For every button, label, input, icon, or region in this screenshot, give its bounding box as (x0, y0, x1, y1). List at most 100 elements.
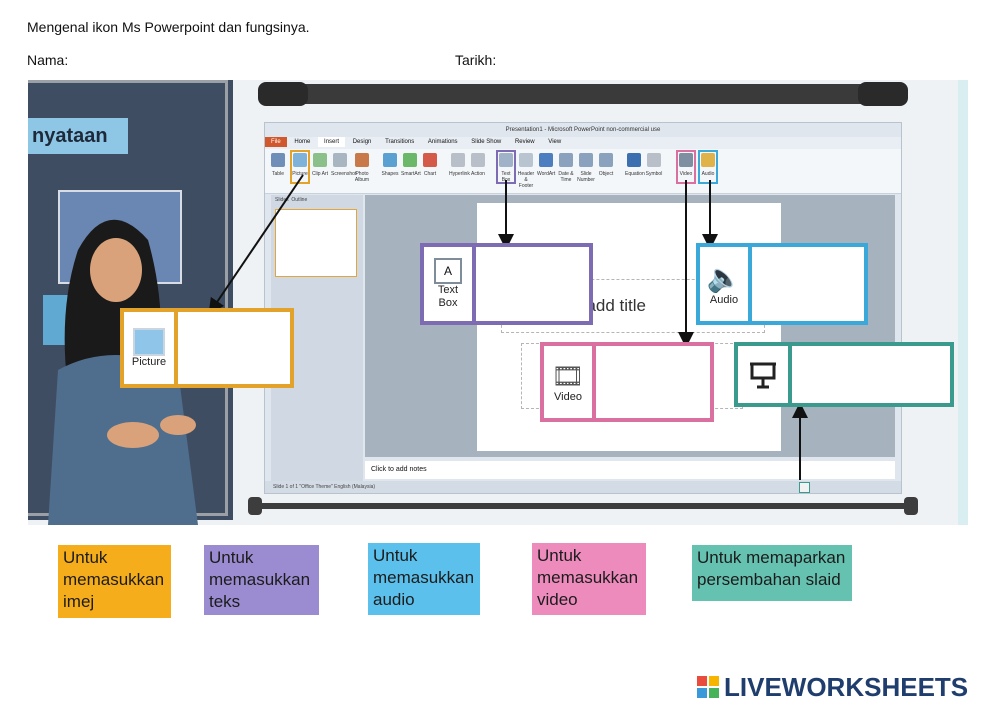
pane-tab-outline[interactable]: Outline (291, 197, 308, 203)
ribbon-label: Equation (625, 171, 645, 177)
worksheet-title: Mengenal ikon Ms Powerpoint dan fungsiny… (27, 19, 310, 35)
slide-number-icon[interactable] (579, 153, 593, 167)
legend-option-video[interactable]: Untuk memasukkan video (532, 543, 646, 615)
board-banner: nyataan (28, 118, 128, 154)
legend-option-image[interactable]: Untuk memasukkan imej (58, 545, 171, 618)
bar-end-left (248, 497, 262, 515)
tab-review[interactable]: Review (514, 139, 535, 145)
header-footer-icon[interactable] (519, 153, 533, 167)
chart-icon[interactable] (423, 153, 437, 167)
ppt-titlebar: Presentation1 - Microsoft PowerPoint non… (505, 127, 661, 133)
textbox-answer-field[interactable] (476, 247, 589, 321)
liveworksheets-logo: LIVEWORKSHEETS (724, 672, 969, 702)
textbox-callout-icon-box: A Text Box (424, 247, 476, 321)
notes-pane[interactable]: Click to add notes (365, 461, 895, 479)
textbox-callout: A Text Box (420, 243, 593, 325)
slide-thumbnail[interactable] (275, 209, 357, 277)
ribbon-label: Picture (292, 171, 308, 177)
slideshow-callout-icon-box (738, 346, 792, 403)
ribbon-label: Date & Time (558, 171, 574, 183)
right-wall-strip (958, 80, 968, 525)
legend-option-slideshow[interactable]: Untuk memaparkan persembahan slaid (692, 545, 852, 601)
slideshow-answer-field[interactable] (792, 346, 950, 403)
tab-slide-show[interactable]: Slide Show (471, 139, 502, 145)
date-time-icon[interactable] (559, 153, 573, 167)
smartart-icon[interactable] (403, 153, 417, 167)
bar-end-right (904, 497, 918, 515)
ppt-ribbon: Table Picture Clip Art Screenshot Photo … (265, 149, 901, 194)
roller-cap-left (258, 82, 308, 106)
picture-caption: Picture (131, 355, 167, 368)
ribbon-label: Object (598, 171, 614, 177)
illustration-scene: nyataan Presentation1 - Microsoft PowerP… (28, 80, 968, 525)
connector-arrows (208, 174, 808, 480)
ribbon-label: Audio (701, 171, 715, 177)
status-bar: Slide 1 of 1 "Office Theme" English (Mal… (265, 481, 901, 493)
liveworksheets-logo-icon (697, 676, 719, 698)
ribbon-label: Action (471, 171, 485, 177)
text-box-icon[interactable] (499, 153, 513, 167)
speaker-icon: 🔈 (706, 261, 742, 293)
equation-icon[interactable] (627, 153, 641, 167)
audio-answer-field[interactable] (752, 247, 864, 321)
picture-highlight (290, 150, 310, 184)
ribbon-label: Clip Art (311, 171, 329, 177)
audio-icon[interactable] (701, 153, 715, 167)
object-icon[interactable] (599, 153, 613, 167)
photo-album-icon[interactable] (355, 153, 369, 167)
clip-art-icon[interactable] (313, 153, 327, 167)
ribbon-label: Symbol (645, 171, 663, 177)
hyperlink-icon[interactable] (451, 153, 465, 167)
symbol-icon[interactable] (647, 153, 661, 167)
audio-callout: 🔈 Audio (696, 243, 868, 325)
audio-highlight (698, 150, 718, 184)
ribbon-label: Table (272, 171, 284, 177)
ribbon-label: Video (679, 171, 693, 177)
picture-arrow (208, 174, 304, 315)
picture-callout-icon-box: Picture (124, 312, 178, 384)
tab-transitions[interactable]: Transitions (385, 139, 415, 145)
projector-screen-roller (258, 82, 908, 106)
ppt-ribbon-tabs: File Home Insert Design Transitions Anim… (265, 137, 901, 149)
ribbon-label: WordArt (537, 171, 556, 177)
date-label: Tarikh: (455, 52, 497, 68)
tab-file[interactable]: File (265, 137, 287, 147)
video-callout-icon-box: 🎞 Video (544, 346, 596, 418)
ribbon-label: SmartArt (401, 171, 421, 177)
slideshow-callout (734, 342, 954, 407)
ribbon-label: Chart (423, 171, 437, 177)
video-answer-field[interactable] (596, 346, 710, 418)
tab-design[interactable]: Design (352, 139, 372, 145)
picture-icon (133, 327, 165, 356)
picture-icon[interactable] (293, 153, 307, 167)
wordart-icon[interactable] (539, 153, 553, 167)
ribbon-label: Header & Footer (517, 171, 535, 189)
video-icon[interactable] (679, 153, 693, 167)
video-caption: Video (554, 390, 582, 403)
action-icon[interactable] (471, 153, 485, 167)
ribbon-label: Screenshot (331, 171, 357, 177)
ribbon-label: Shapes (381, 171, 399, 177)
audio-caption: Audio (709, 293, 739, 306)
projector-screen-icon (750, 362, 776, 388)
tab-insert[interactable]: Insert (318, 137, 346, 147)
slide-show-view-button[interactable] (799, 482, 810, 493)
table-icon[interactable] (271, 153, 285, 167)
picture-answer-field[interactable] (178, 312, 290, 384)
legend-option-text[interactable]: Untuk memasukkan teks (204, 545, 319, 615)
pane-tab-slides[interactable]: Slides (275, 197, 289, 203)
video-callout: 🎞 Video (540, 342, 714, 422)
ribbon-label: Hyperlink (449, 171, 470, 177)
roller-cap-right (858, 82, 908, 106)
projector-screen-bottom-bar (248, 497, 918, 515)
picture-callout: Picture (120, 308, 294, 388)
tab-animations[interactable]: Animations (427, 139, 458, 145)
tab-view[interactable]: View (548, 139, 562, 145)
legend-option-audio[interactable]: Untuk memasukkan audio (368, 543, 480, 615)
name-label: Nama: (27, 52, 69, 68)
text-box-icon: A (434, 258, 462, 284)
screenshot-icon[interactable] (333, 153, 347, 167)
teacher-illustration (48, 219, 198, 525)
tab-home[interactable]: Home (294, 139, 311, 145)
shapes-icon[interactable] (383, 153, 397, 167)
